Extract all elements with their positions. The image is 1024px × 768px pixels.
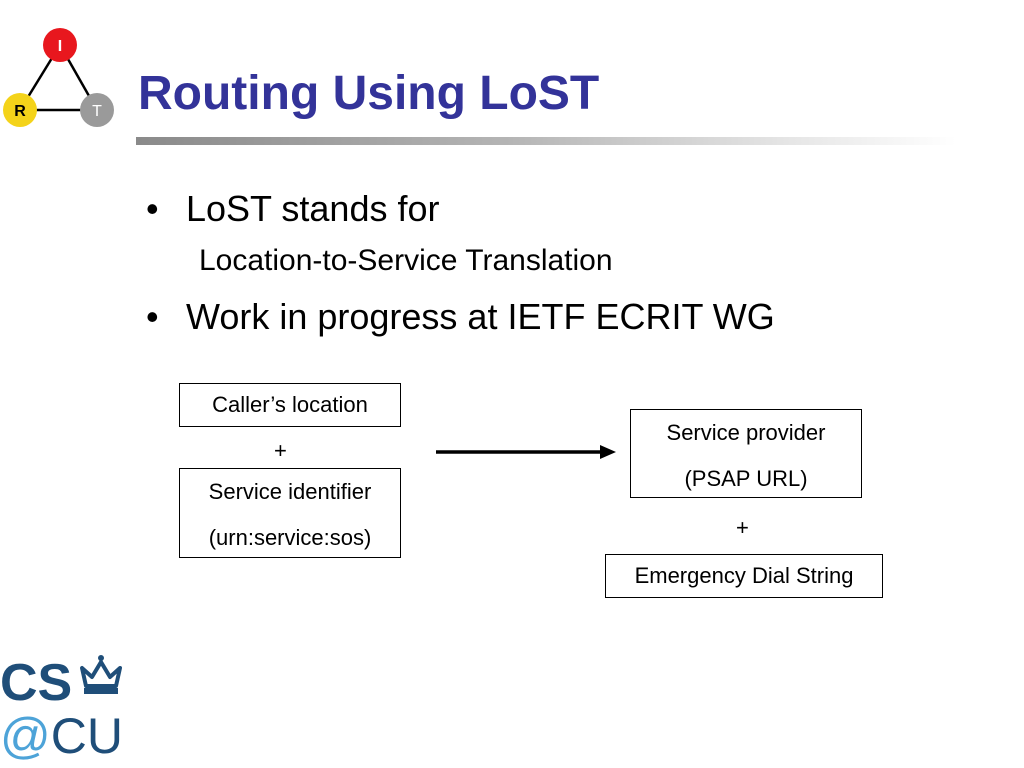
bullet-item-1: • LoST stands for bbox=[146, 188, 439, 230]
service-provider-box: Service provider (PSAP URL) bbox=[630, 409, 862, 498]
bullet-marker: • bbox=[146, 296, 159, 337]
node-t-circle bbox=[80, 93, 114, 127]
callers-location-label: Caller’s location bbox=[212, 392, 368, 417]
bullet-marker: • bbox=[146, 188, 159, 229]
logo-cu-text: CU bbox=[51, 708, 123, 760]
slide-title: Routing Using LoST bbox=[138, 67, 600, 120]
irt-logo-icon: I R T bbox=[3, 28, 114, 127]
service-identifier-box: Service identifier (urn:service:sos) bbox=[179, 468, 401, 558]
psap-url-label: (PSAP URL) bbox=[684, 466, 808, 491]
node-t-label: T bbox=[92, 103, 102, 120]
service-provider-label: Service provider bbox=[666, 420, 826, 445]
logo-at-sign: @ bbox=[0, 708, 51, 760]
node-i-circle bbox=[43, 28, 77, 62]
crown-icon bbox=[80, 655, 122, 694]
logo-at-cu-text: @CU bbox=[0, 708, 123, 760]
service-urn-label: (urn:service:sos) bbox=[208, 525, 372, 550]
cs-at-cu-logo-icon: CS @CU bbox=[0, 654, 123, 760]
bullet-item-2: • Work in progress at IETF ECRIT WG bbox=[146, 296, 775, 338]
service-identifier-label: Service identifier bbox=[208, 479, 372, 504]
bullet-text: LoST stands for bbox=[186, 188, 440, 229]
input-plus-sign: + bbox=[274, 438, 287, 463]
bullet-sub-text: Location-to-Service Translation bbox=[199, 244, 613, 277]
logo-cs-text: CS bbox=[0, 654, 72, 712]
output-plus-sign: + bbox=[736, 515, 749, 540]
node-r-circle bbox=[3, 93, 37, 127]
node-r-label: R bbox=[14, 103, 26, 120]
emergency-dial-string-label: Emergency Dial String bbox=[634, 563, 854, 588]
bullet-text: Work in progress at IETF ECRIT WG bbox=[186, 296, 775, 337]
emergency-dial-string-box: Emergency Dial String bbox=[605, 554, 883, 598]
mapping-arrow-icon bbox=[436, 445, 616, 459]
callers-location-box: Caller’s location bbox=[179, 383, 401, 427]
title-underline-rule bbox=[136, 137, 956, 145]
node-i-label: I bbox=[58, 38, 62, 55]
